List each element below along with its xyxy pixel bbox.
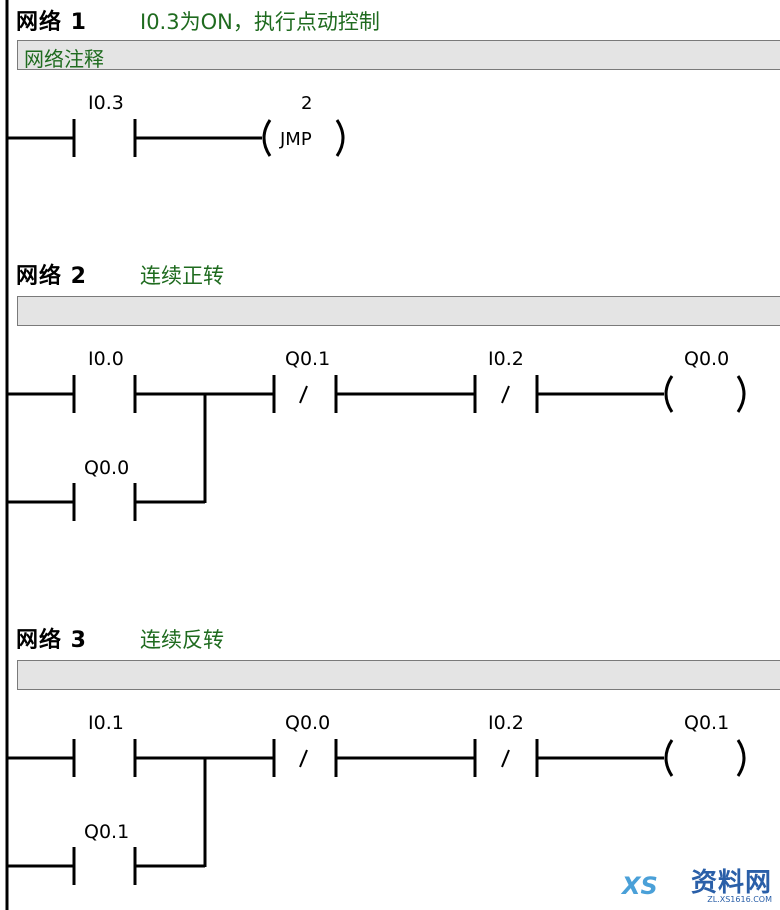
network-1-contact-1-address: I0.3 xyxy=(88,92,124,114)
network-3-contact-3-address: Q0.0 xyxy=(285,712,330,734)
network-2-coil-address: Q0.0 xyxy=(684,348,729,370)
network-3-title: 网络 3 xyxy=(16,628,87,653)
network-3-contact-4[interactable] xyxy=(473,739,539,777)
network-3-comment-title: 连续反转 xyxy=(140,628,224,652)
network-2-rung xyxy=(7,375,746,521)
network-2-contact-2[interactable] xyxy=(72,483,137,521)
network-1-comment-title: I0.3为ON，执行点动控制 xyxy=(140,10,380,34)
network-2-title: 网络 2 xyxy=(16,264,87,289)
watermark-url: ZL.XS1616.COM xyxy=(707,895,772,904)
network-2-contact-1[interactable] xyxy=(72,375,137,413)
network-1-comment-text: 网络注释 xyxy=(24,47,104,71)
network-3-contact-2[interactable] xyxy=(72,847,137,885)
watermark-text: 资料网 xyxy=(690,868,772,898)
network-1-jmp-text: JMP xyxy=(279,129,312,150)
network-1-jmp-label: 2 xyxy=(301,93,312,114)
network-1-comment-box[interactable]: 网络注释 xyxy=(17,40,780,71)
network-1-rung xyxy=(7,119,345,157)
network-3-contact-3[interactable] xyxy=(272,739,338,777)
network-3-output-coil[interactable] xyxy=(664,739,746,777)
network-2-contact-3[interactable] xyxy=(272,375,338,413)
network-2-comment-title: 连续正转 xyxy=(140,264,224,288)
network-2-contact-2-address: Q0.0 xyxy=(84,457,129,479)
network-3-contact-2-address: Q0.1 xyxy=(84,821,129,843)
network-3-contact-1-address: I0.1 xyxy=(88,712,124,734)
network-3-contact-1[interactable] xyxy=(72,739,137,777)
network-2-contact-4[interactable] xyxy=(473,375,539,413)
network-1-title: 网络 1 xyxy=(16,10,87,35)
network-2-contact-3-address: Q0.1 xyxy=(285,348,330,370)
network-2-contact-4-address: I0.2 xyxy=(488,348,524,370)
network-3-rung xyxy=(7,739,746,885)
network-1-jmp-coil[interactable] xyxy=(262,119,345,157)
network-3-comment-box[interactable] xyxy=(17,660,780,690)
network-3-coil-address: Q0.1 xyxy=(684,712,729,734)
network-2-comment-box[interactable] xyxy=(17,296,780,326)
network-1-contact-1[interactable] xyxy=(72,119,137,157)
watermark: 资料网 ZL.XS1616.COM xyxy=(691,862,772,904)
watermark-logo-icon: XS xyxy=(622,872,658,900)
network-2-output-coil[interactable] xyxy=(664,375,746,413)
network-3-contact-4-address: I0.2 xyxy=(488,712,524,734)
network-2-contact-1-address: I0.0 xyxy=(88,348,124,370)
